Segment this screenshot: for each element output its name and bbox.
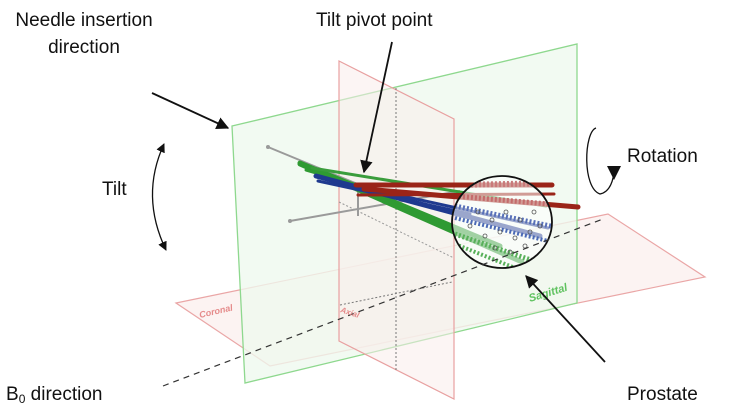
reference-dot-2: [288, 219, 292, 223]
b0-direction-label: B0 direction: [6, 383, 102, 406]
prostate-label: Prostate: [627, 384, 698, 405]
needle-insertion-label-line2: direction: [48, 37, 120, 58]
reference-dot-1: [266, 145, 270, 149]
tilt-label: Tilt: [102, 179, 127, 200]
rotation-arrow: [586, 127, 621, 195]
rotation-label: Rotation: [627, 146, 698, 167]
b0-direction-text: direction: [25, 384, 103, 405]
needle-insertion-label: Needle insertion direction: [4, 9, 164, 59]
prostate-arrow: [525, 275, 606, 363]
tilt-pivot-label: Tilt pivot point: [316, 10, 433, 31]
intersection-line-horizontal: [339, 281, 453, 306]
needle-insertion-label-line1: Needle insertion: [15, 10, 153, 31]
pivot-arrow: [360, 41, 393, 174]
tilt-arrow: [151, 143, 167, 251]
needle-insertion-arrow: [151, 92, 230, 129]
axial-plane: [338, 60, 455, 400]
b0-direction-line: [162, 218, 604, 387]
b0-symbol: B: [6, 384, 19, 405]
b0-subscript: 0: [18, 392, 26, 406]
